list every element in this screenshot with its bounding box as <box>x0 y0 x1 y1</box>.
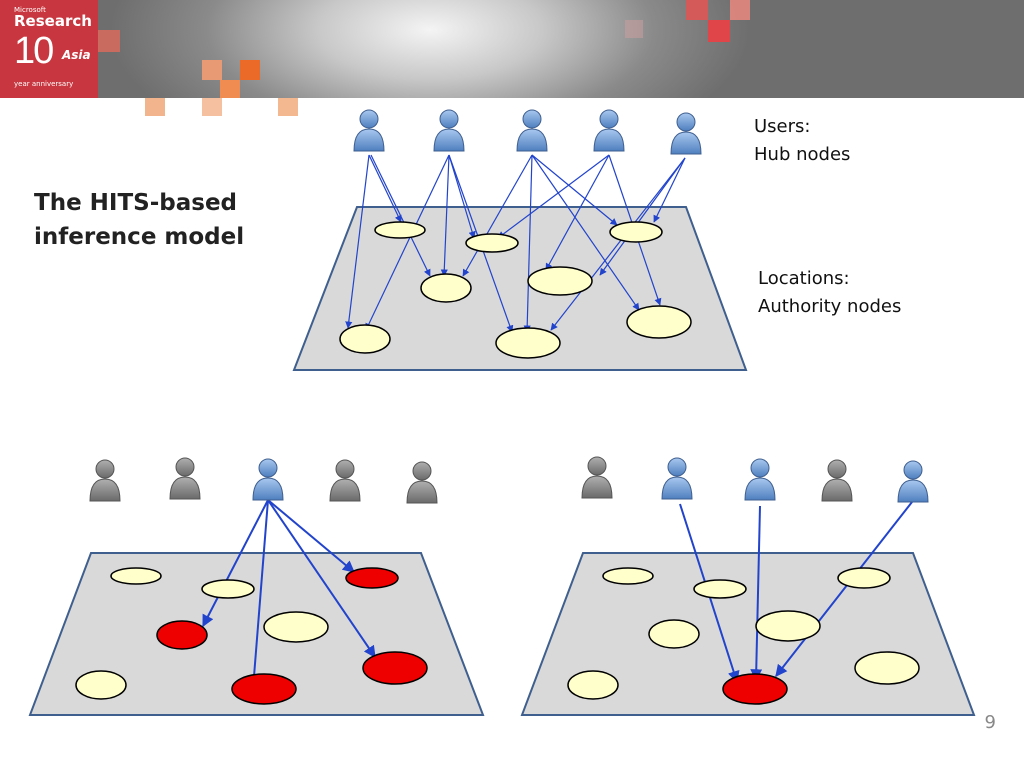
location-node <box>567 670 619 700</box>
decor-square <box>278 98 298 116</box>
logo-microsoft-text: Microsoft <box>14 6 46 14</box>
br-user-nodes <box>581 456 929 503</box>
location-node <box>110 567 162 585</box>
location-node <box>648 619 700 649</box>
decor-square <box>708 20 730 42</box>
user-icon-inactive <box>89 459 121 502</box>
logo-research-text: Research <box>14 12 92 30</box>
locations-label-line1: Locations: <box>758 268 850 289</box>
locations-label-line2: Authority nodes <box>758 296 902 317</box>
br-location-nodes <box>567 567 920 705</box>
location-node <box>374 221 426 239</box>
location-node <box>75 670 127 700</box>
logo-asia-text: Asia <box>62 48 91 62</box>
bl-arrows <box>202 499 376 691</box>
location-node <box>837 567 891 589</box>
logo-anniversary-text: year anniversary <box>14 80 74 88</box>
users-label-line1: Users: <box>754 116 811 137</box>
users-label-line2: Hub nodes <box>754 144 851 165</box>
page-number: 9 <box>984 712 996 733</box>
user-icon-active <box>661 457 693 500</box>
location-node <box>626 305 692 339</box>
user-icon <box>593 109 625 152</box>
decor-square <box>730 0 750 20</box>
location-node <box>755 610 821 642</box>
decor-square <box>202 98 222 116</box>
user-icon-active <box>897 460 929 503</box>
decor-square <box>686 0 708 20</box>
location-node-highlighted <box>722 673 788 705</box>
top-user-nodes <box>353 109 702 155</box>
decor-square <box>98 30 120 52</box>
user-icon-inactive <box>169 457 201 500</box>
user-icon <box>670 112 702 155</box>
user-icon-inactive <box>406 461 438 504</box>
users-label: Users: Hub nodes <box>754 113 850 169</box>
decor-square <box>240 60 260 80</box>
bl-location-nodes <box>75 567 428 705</box>
user-icon-active <box>252 458 284 501</box>
location-node-highlighted <box>156 620 208 650</box>
locations-label: Locations: Authority nodes <box>758 265 901 321</box>
user-icon <box>353 109 385 152</box>
user-icon <box>516 109 548 152</box>
location-node <box>263 611 329 643</box>
slide-title: The HITS-based inference model <box>34 190 245 250</box>
bottom-left-diagram <box>28 457 485 716</box>
decor-square <box>145 98 165 116</box>
location-node <box>465 233 519 253</box>
location-node <box>420 273 472 303</box>
top-location-nodes <box>339 221 692 359</box>
decor-square <box>202 60 222 80</box>
decor-square <box>220 80 240 98</box>
location-node <box>693 579 747 599</box>
location-node <box>339 324 391 354</box>
user-icon-inactive <box>329 459 361 502</box>
location-node <box>609 221 663 243</box>
user-icon-active <box>744 458 776 501</box>
location-node <box>854 651 920 685</box>
bl-user-nodes <box>89 457 438 504</box>
location-node <box>527 266 593 296</box>
decor-square <box>625 20 643 38</box>
location-node-highlighted <box>345 567 399 589</box>
location-node <box>495 327 561 359</box>
user-icon <box>433 109 465 152</box>
top-diagram <box>292 109 748 371</box>
user-icon-inactive <box>821 459 853 502</box>
logo-ten-text: 10 <box>14 30 54 72</box>
user-icon-inactive <box>581 456 613 499</box>
location-node-highlighted <box>362 651 428 685</box>
bottom-right-diagram <box>520 456 976 716</box>
location-node <box>602 567 654 585</box>
location-node <box>201 579 255 599</box>
header-banner <box>0 0 1024 98</box>
msr-10-year-logo: Microsoft Research 10 Asia year annivers… <box>0 0 98 98</box>
location-node-highlighted <box>231 673 297 705</box>
